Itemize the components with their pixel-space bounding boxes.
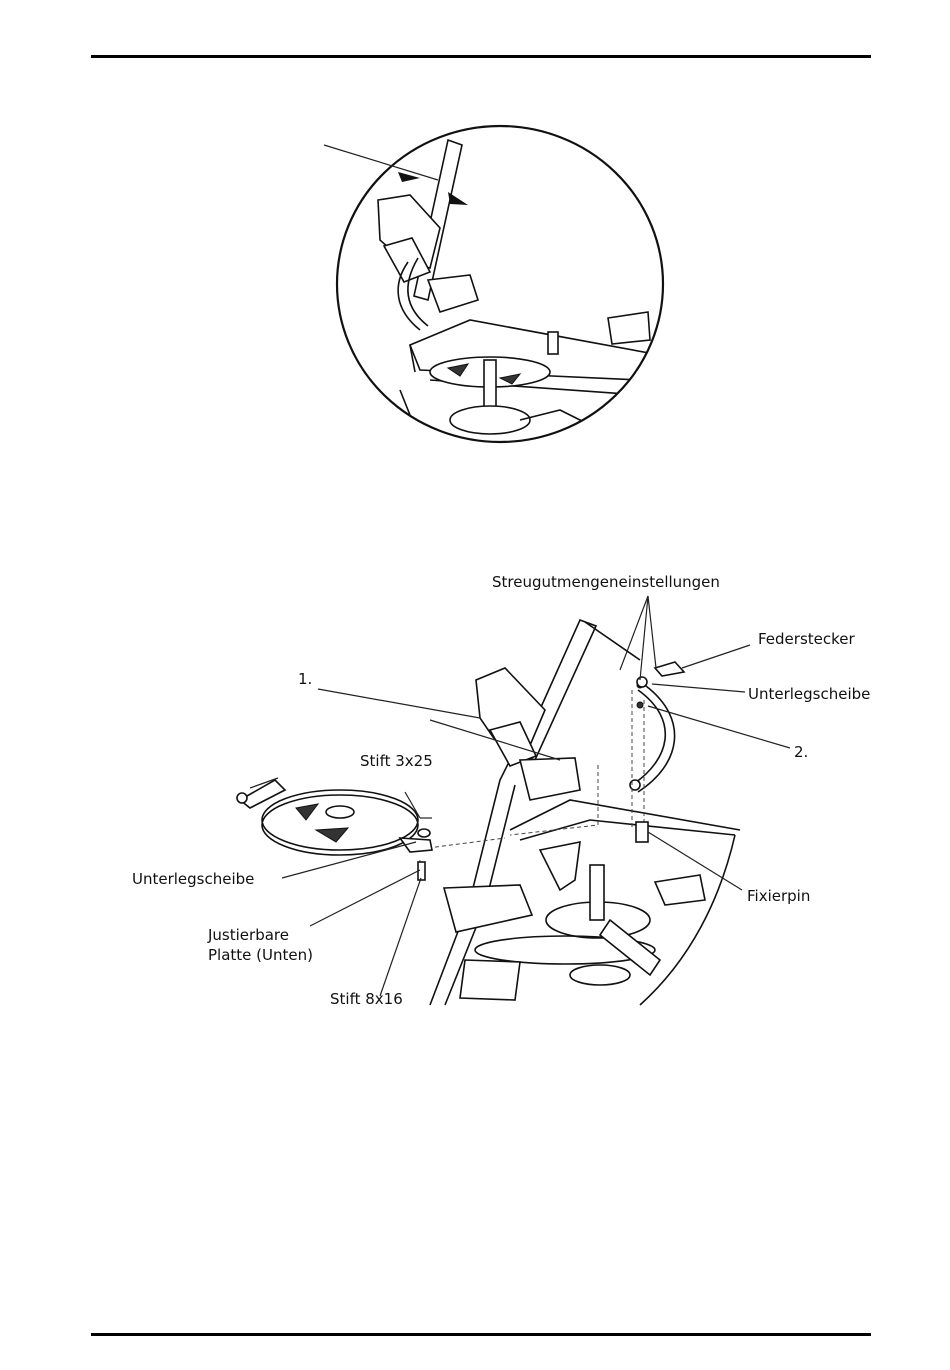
label-step-2: 2.: [794, 743, 808, 761]
detail-circle: [324, 126, 663, 442]
label-stift-3x25: Stift 3x25: [360, 752, 433, 770]
label-unterlegscheibe-right: Unterlegscheibe: [748, 685, 870, 703]
label-fixierpin: Fixierpin: [747, 887, 810, 905]
label-stift-8x16: Stift 8x16: [330, 990, 403, 1008]
label-streugutmengeneinstellungen: Streugutmengeneinstellungen: [492, 573, 720, 591]
label-justierbare-line1: Justierbare: [207, 926, 289, 944]
exploded-view-drawing: [237, 596, 790, 1005]
label-justierbare-line2: Platte (Unten): [208, 946, 313, 964]
label-unterlegscheibe-left: Unterlegscheibe: [132, 870, 254, 888]
label-federstecker: Federstecker: [758, 630, 856, 648]
label-step-1: 1.: [298, 670, 312, 688]
